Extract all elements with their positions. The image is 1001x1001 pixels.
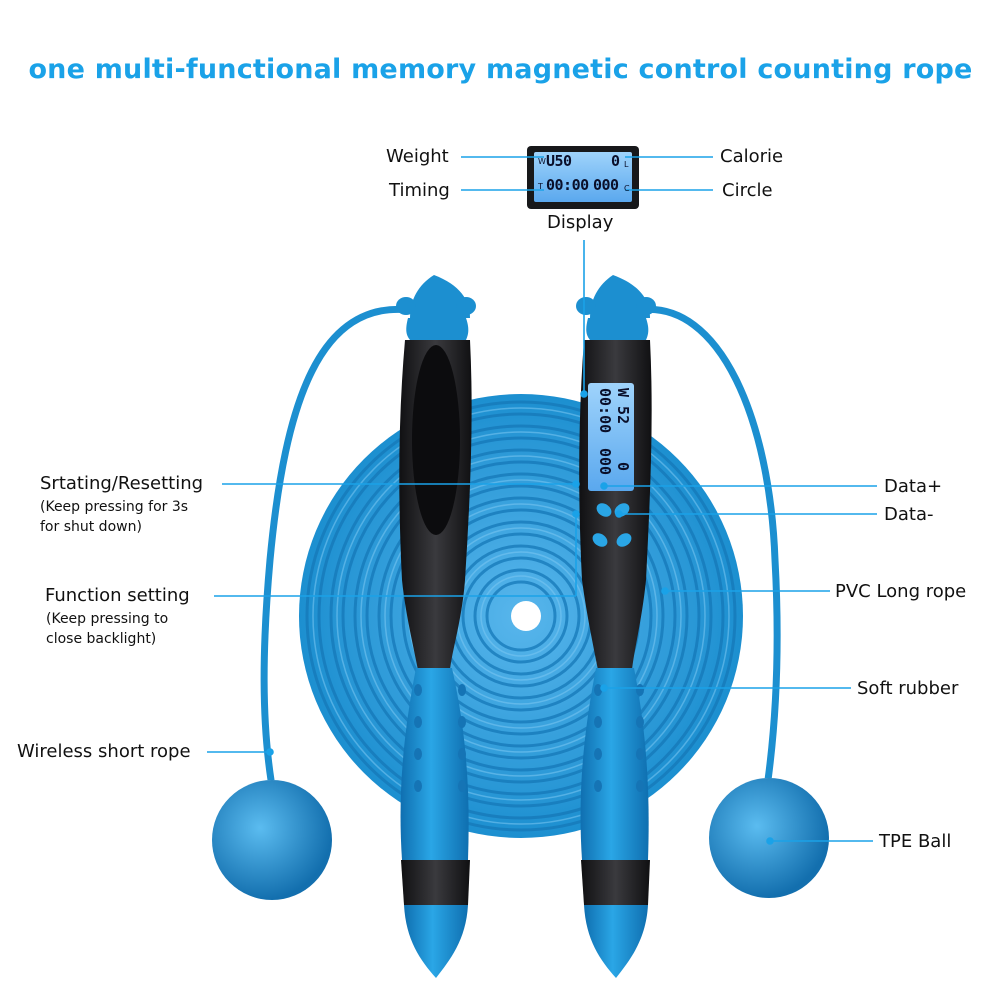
lcd-calorie-value: 0	[611, 152, 620, 170]
label-function-setting: Function setting	[45, 585, 190, 606]
label-weight: Weight	[386, 146, 449, 167]
label-data-minus: Data-	[884, 504, 934, 525]
label-calorie: Calorie	[720, 146, 784, 167]
label-starting-resetting: Srtating/Resetting	[40, 473, 204, 494]
svg-text:000: 000	[596, 448, 614, 475]
lcd-weight-tag: W	[538, 157, 546, 166]
tpe-ball-left	[212, 780, 332, 900]
note-starting-line-1: (Keep pressing for 3s	[40, 499, 189, 515]
display-panel	[527, 146, 639, 209]
note-function: (Keep pressing to close backlight)	[46, 609, 168, 649]
lcd-timing-value: 00:00	[546, 176, 589, 194]
label-wireless-short-rope: Wireless short rope	[17, 741, 191, 762]
svg-text:0: 0	[614, 462, 632, 471]
lcd-timing-tag: T	[538, 182, 543, 191]
label-soft-rubber: Soft rubber	[857, 678, 959, 699]
display-caption: Display	[547, 212, 614, 233]
callout-lines	[207, 156, 877, 845]
label-data-plus: Data+	[884, 476, 943, 497]
svg-text:W 52: W 52	[614, 388, 632, 424]
note-starting-line-2: for shut down)	[40, 519, 142, 535]
note-function-line-1: (Keep pressing to	[46, 611, 169, 627]
wireless-short-rope-left	[260, 305, 414, 784]
lcd-circle-tag: C	[624, 184, 630, 193]
lcd-weight-value: U50	[546, 152, 572, 170]
note-function-line-2: close backlight)	[46, 631, 157, 647]
pvc-long-rope	[636, 305, 781, 784]
right-handle: 00:00 W 52 000 0	[576, 275, 656, 978]
page-title: one multi-functional memory magnetic con…	[28, 54, 973, 85]
label-pvc-long-rope: PVC Long rope	[835, 581, 967, 602]
lcd-circle-value: 000	[593, 176, 619, 194]
note-starting: (Keep pressing for 3s for shut down)	[40, 497, 188, 537]
left-handle	[396, 275, 476, 978]
label-tpe-ball: TPE Ball	[879, 831, 952, 852]
lcd-calorie-tag: L	[624, 160, 629, 169]
label-circle: Circle	[722, 180, 773, 201]
label-timing: Timing	[389, 180, 450, 201]
coiled-rope	[299, 394, 743, 838]
svg-text:00:00: 00:00	[596, 388, 614, 433]
